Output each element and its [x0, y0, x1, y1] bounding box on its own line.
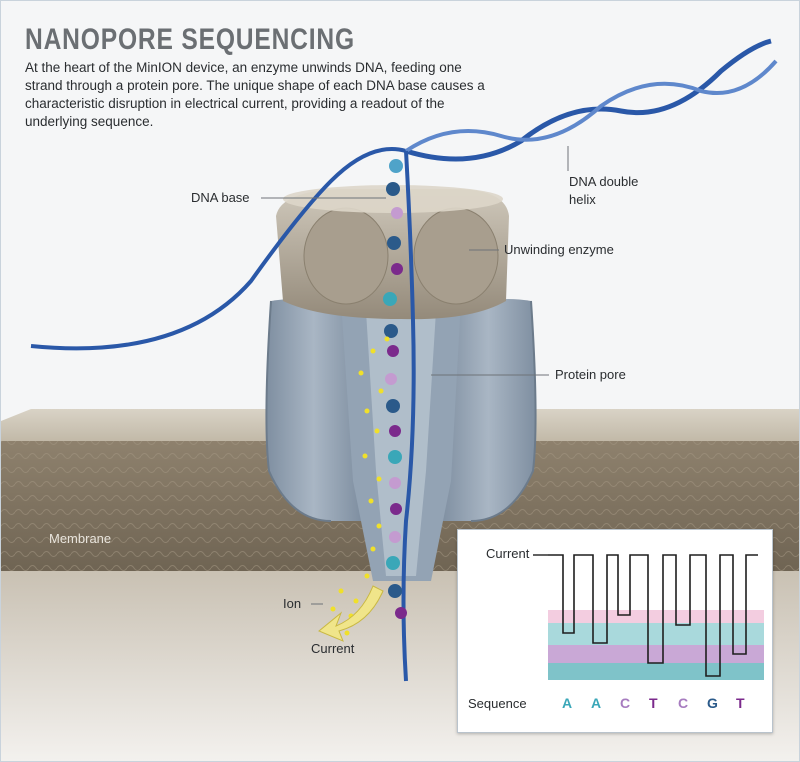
label-unwinding-enzyme: Unwinding enzyme	[504, 242, 614, 257]
label-protein-pore: Protein pore	[555, 367, 626, 382]
intro-description: At the heart of the MinION device, an en…	[25, 60, 485, 129]
sequence-base: T	[649, 695, 658, 711]
dna-strands	[30, 38, 778, 682]
sequence-base: C	[678, 695, 689, 711]
protein-pore	[265, 299, 537, 581]
ions	[330, 336, 390, 636]
label-dna-helix: DNA double helix	[569, 174, 639, 207]
band-violet	[548, 645, 764, 663]
band-teal	[548, 623, 764, 645]
sequence-base: T	[736, 695, 745, 711]
label-ion: Ion	[283, 596, 302, 611]
label-membrane: Membrane	[49, 531, 112, 546]
page-title: NANOPORE SEQUENCING	[25, 23, 355, 56]
band-pink	[548, 610, 764, 623]
current-trace-line	[548, 554, 758, 677]
current-readout-panel: Current Sequence A A C T C G T	[457, 529, 773, 733]
sequence-base: C	[620, 695, 631, 711]
sequence-base: A	[591, 695, 602, 711]
sequence-base: A	[562, 695, 573, 711]
label-current: Current	[311, 641, 355, 656]
dna-bases	[383, 159, 407, 619]
band-teal-lower	[548, 663, 764, 680]
unwinding-enzyme	[276, 185, 509, 320]
chart-x-label: Sequence	[468, 696, 527, 711]
leader-lines	[261, 146, 569, 605]
current-arrow-icon	[318, 585, 384, 642]
chart-y-label: Current	[486, 546, 530, 561]
sequence-base: G	[707, 695, 718, 711]
label-dna-base: DNA base	[191, 190, 250, 205]
current-trace-chart	[533, 554, 764, 680]
